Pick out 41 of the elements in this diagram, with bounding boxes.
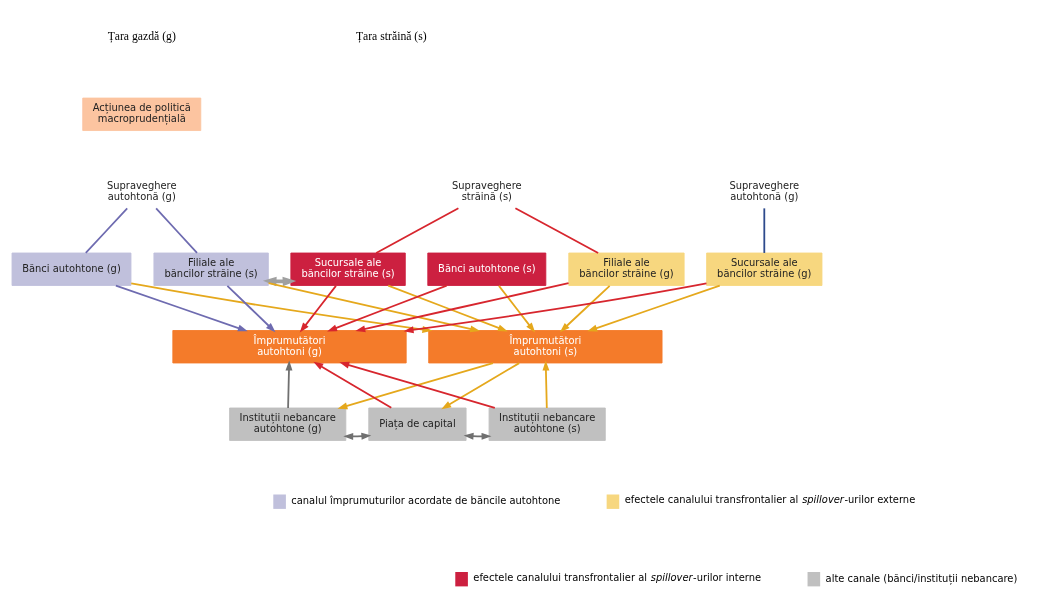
arrow xyxy=(226,284,276,332)
arrow xyxy=(403,282,708,333)
node-box: Împrumutători autohtoni (g) xyxy=(172,329,407,363)
node-box: Bănci autohtone (g) xyxy=(11,252,132,286)
connector xyxy=(763,206,766,254)
node-box: Sucursale ale băncilor străine (g) xyxy=(706,252,823,286)
node-box: Instituții nebancare autohtone (g) xyxy=(229,407,347,441)
node-text: Supraveghere autohtonă (g) xyxy=(729,179,800,202)
node-box: Filiale ale băncilor străine (g) xyxy=(568,252,685,286)
arrow xyxy=(313,361,393,409)
node-box: Acțiunea de politică macroprudențială xyxy=(82,97,202,131)
node-box: Filiale ale băncilor străine (s) xyxy=(153,252,269,286)
label: Țara gazdă (g) xyxy=(107,29,176,43)
arrow xyxy=(498,284,536,333)
label: Țara străină (s) xyxy=(355,29,427,43)
node-box: Instituții nebancare autohtone (s) xyxy=(488,407,606,441)
node-text: Supraveghere străină (s) xyxy=(452,179,522,202)
connector xyxy=(514,206,600,254)
legend-label: canalul împrumuturilor acordate de băncile autohtone xyxy=(291,494,561,506)
arrow xyxy=(463,432,492,440)
node-box: Împrumutători autohtoni (s) xyxy=(428,329,663,363)
arrow xyxy=(285,360,293,409)
arrow xyxy=(559,284,611,332)
legend-label: alte canale (bănci/instituții nebancare) xyxy=(825,572,1018,584)
connector xyxy=(375,206,460,254)
legend-label: efectele canalului transfrontalier al spillover-urilor interne xyxy=(473,571,762,583)
arrow xyxy=(327,284,448,331)
arrow xyxy=(587,284,721,331)
node-box: Bănci autohtone (s) xyxy=(427,252,547,286)
legend-label: efectele canalului transfrontalier al spillover-urilor externe xyxy=(624,493,916,505)
connector xyxy=(84,206,129,254)
arrow xyxy=(355,281,570,332)
node-box: Piața de capital xyxy=(368,407,467,441)
arrow xyxy=(114,284,248,331)
connector xyxy=(155,206,198,254)
arrow xyxy=(441,361,521,409)
node-box: Sucursale ale băncilor străine (s) xyxy=(290,252,406,286)
arrow xyxy=(299,284,337,333)
arrow xyxy=(387,284,508,331)
arrow xyxy=(542,360,550,409)
node-text: Supraveghere autohtonă (g) xyxy=(106,179,177,202)
